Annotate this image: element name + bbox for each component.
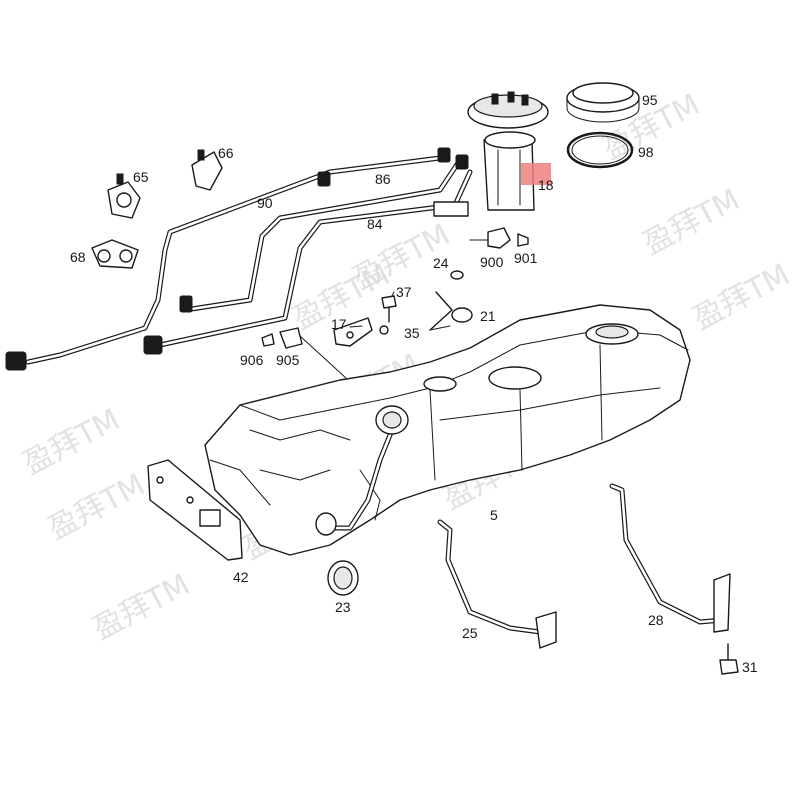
part-number-35: 35 (404, 325, 420, 341)
washer-24 (450, 270, 464, 280)
line-connector (317, 171, 331, 187)
watermark: 盈拜TM (42, 467, 150, 547)
line-connector (179, 295, 193, 313)
part-number-906: 906 (240, 352, 264, 368)
leader-lines (349, 291, 395, 328)
part-number-95: 95 (642, 92, 658, 108)
strap-28 (609, 483, 731, 633)
part-number-84: 84 (367, 216, 383, 232)
plug-906 (261, 333, 275, 347)
heat-shield-42 (147, 459, 243, 561)
line-connector (455, 154, 469, 170)
part-number-42: 42 (233, 569, 249, 585)
watermark: 盈拜TM (87, 567, 195, 647)
bolt-31 (719, 643, 739, 675)
seal-98 (566, 131, 634, 169)
locking-ring-95 (566, 82, 640, 123)
part-number-28: 28 (648, 612, 664, 628)
plug-901 (517, 233, 529, 247)
part-labels: 95 98 18 66 65 90 86 84 68 900 901 24 37… (70, 92, 758, 675)
bracket-17 (333, 317, 373, 347)
fuel-tank-5 (204, 304, 691, 556)
part-number-901: 901 (514, 250, 538, 266)
part-number-905: 905 (276, 352, 300, 368)
watermark: 盈拜TM (17, 402, 125, 482)
part-number-17: 17 (331, 316, 347, 332)
part-number-23: 23 (335, 599, 351, 615)
fuel-pump-module (433, 91, 551, 217)
sensor-900 (469, 227, 511, 249)
line-connector (143, 335, 163, 355)
watermark: 盈拜TM (637, 182, 745, 262)
watermark: 盈拜TM (687, 257, 795, 337)
part-number-65: 65 (133, 169, 149, 185)
part-number-37: 37 (396, 284, 412, 300)
part-number-5: 5 (490, 507, 498, 523)
highlight-marker (521, 163, 551, 185)
part-number-68: 68 (70, 249, 86, 265)
part-number-98: 98 (638, 144, 654, 160)
part-number-18: 18 (538, 177, 554, 193)
part-number-31: 31 (742, 659, 758, 675)
washer-35 (379, 325, 389, 335)
fuel-lines (5, 147, 473, 371)
part-number-90: 90 (257, 195, 273, 211)
part-number-25: 25 (462, 625, 478, 641)
line-connector (5, 351, 27, 371)
line-connector (437, 147, 451, 163)
part-number-21: 21 (480, 308, 496, 324)
level-sender-21 (429, 291, 473, 331)
part-number-900: 900 (480, 254, 504, 270)
screw-37 (381, 295, 397, 323)
clip-66 (191, 149, 223, 191)
clip-68 (91, 239, 139, 269)
strap-25 (437, 519, 557, 649)
grommet-23 (327, 560, 359, 596)
part-number-86: 86 (375, 171, 391, 187)
clip-65 (107, 173, 141, 219)
part-number-24: 24 (433, 255, 449, 271)
part-number-66: 66 (218, 145, 234, 161)
